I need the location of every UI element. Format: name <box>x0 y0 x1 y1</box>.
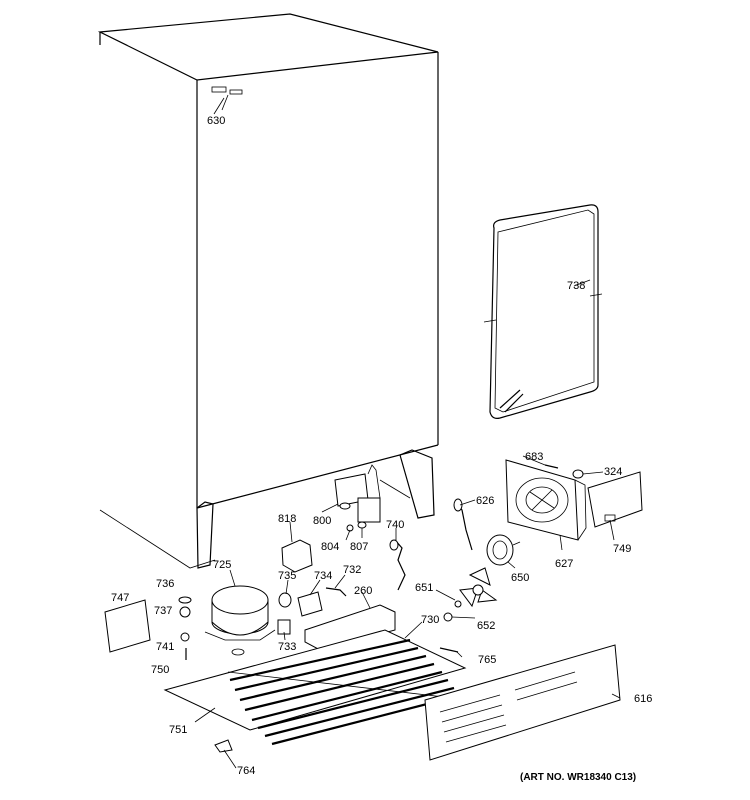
label-737: 737 <box>154 605 172 617</box>
label-730: 730 <box>421 614 439 626</box>
refrigerator-cabinet <box>97 13 439 569</box>
condenser-coil <box>163 629 471 746</box>
nut-737 <box>179 606 191 618</box>
label-764: 764 <box>237 765 255 777</box>
fan-shroud <box>505 459 587 541</box>
water-valve <box>334 464 381 523</box>
label-741: 741 <box>156 641 174 653</box>
relay-735 <box>278 592 292 608</box>
fitting-807 <box>357 521 367 529</box>
fan-motor <box>486 534 521 566</box>
label-725: 725 <box>213 559 231 571</box>
label-734: 734 <box>314 570 332 582</box>
back-grille <box>424 644 621 761</box>
harness-740 <box>394 539 406 591</box>
label-324: 324 <box>604 466 622 478</box>
label-800: 800 <box>313 515 331 527</box>
label-651: 651 <box>415 582 433 594</box>
label-626: 626 <box>476 495 494 507</box>
part-764 <box>214 739 233 753</box>
compressor <box>204 585 276 656</box>
callout-labels: 630 738 683 324 626 627 749 650 651 652 … <box>111 115 652 777</box>
label-683: 683 <box>525 451 543 463</box>
label-732: 732 <box>343 564 361 576</box>
bracket-734 <box>297 591 323 617</box>
leader-lines <box>194 97 621 769</box>
label-804: 804 <box>321 541 339 553</box>
bracket-747 <box>104 599 151 653</box>
label-627: 627 <box>555 558 573 570</box>
gasket-frame <box>483 204 603 419</box>
label-818: 818 <box>278 513 296 525</box>
label-650: 650 <box>511 572 529 584</box>
label-733: 733 <box>278 641 296 653</box>
cover-plate <box>587 471 643 528</box>
label-736: 736 <box>156 578 174 590</box>
label-740: 740 <box>386 519 404 531</box>
label-750: 750 <box>151 664 169 676</box>
tube-732 <box>325 587 347 597</box>
screw-683 <box>544 464 559 469</box>
washer-741 <box>180 632 190 642</box>
relay-733 <box>277 619 291 635</box>
label-765: 765 <box>478 654 496 666</box>
bracket-818 <box>281 539 313 573</box>
grommet-736 <box>178 596 192 604</box>
label-751: 751 <box>169 724 187 736</box>
label-749: 749 <box>613 543 631 555</box>
label-747: 747 <box>111 592 129 604</box>
clip-765 <box>439 647 459 653</box>
label-738: 738 <box>567 280 585 292</box>
label-735: 735 <box>278 570 296 582</box>
label-807: 807 <box>350 541 368 553</box>
label-630: 630 <box>207 115 225 127</box>
art-number-caption: (ART NO. WR18340 C13) <box>520 772 637 783</box>
label-652: 652 <box>477 620 495 632</box>
label-616: 616 <box>634 693 652 705</box>
fan-blade <box>443 567 498 622</box>
drain-pan-260 <box>304 604 396 651</box>
label-260: 260 <box>354 585 372 597</box>
grommet-324 <box>572 469 584 479</box>
